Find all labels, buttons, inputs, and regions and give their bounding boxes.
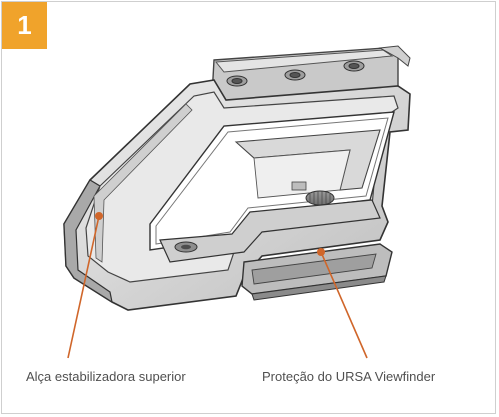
base-plate — [159, 199, 381, 263]
callout-line-protector — [320, 251, 368, 359]
callout-label-viewfinder-protector: Proteção do URSA Viewfinder — [262, 369, 436, 384]
callout-line-handle — [67, 215, 100, 359]
step-number-badge: 1 — [2, 2, 47, 49]
callout-dot-handle — [95, 212, 103, 220]
callout-label-top-handle: Alça estabilizadora superior — [26, 369, 186, 384]
rail-screw-holes — [226, 60, 365, 87]
viewfinder-protector — [241, 243, 393, 301]
rear-notch — [378, 45, 411, 67]
callout-dot-protector — [317, 248, 325, 256]
handle-opening — [149, 111, 395, 251]
callout-leaders — [67, 212, 368, 359]
